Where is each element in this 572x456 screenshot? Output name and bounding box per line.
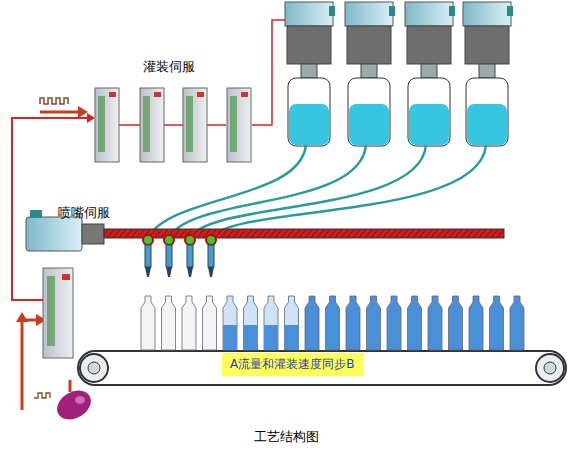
shaft [421,64,437,78]
terminal [143,96,150,152]
nozzle-joint [185,235,195,245]
led [109,92,116,97]
nozzle-joint [164,235,174,245]
motor [345,2,393,26]
nozzle-tip [187,267,193,277]
servo-group: 喷嘴伺服 [40,204,118,360]
bottle [223,296,237,350]
led [154,92,161,97]
liquid [289,104,329,145]
sync-band: A流量和灌装速度同步B [222,353,363,376]
gearbox [465,26,509,64]
tank [348,78,390,146]
led [197,92,204,97]
nozzle [187,245,193,267]
bottle [469,296,483,350]
shaft [301,64,317,78]
motor [463,2,511,26]
servo-label: 灌装伺服 [143,58,195,76]
nozzle-joint [143,235,153,245]
tank [408,78,450,146]
bottle [182,296,196,350]
servo-drive [227,88,251,162]
terminal [230,96,237,152]
nozzle [166,245,172,267]
servo-drive [183,88,207,162]
tank [288,78,330,146]
shaft [479,64,495,78]
led [241,92,248,97]
bottle [162,296,176,350]
bottle [346,296,360,350]
servo-drive [95,88,119,162]
nozzle [145,245,151,267]
bottle [244,296,258,350]
bottle [490,296,504,350]
motor [405,2,453,26]
liquid [409,104,449,145]
liquid [467,104,507,145]
bottle-fill [285,325,299,350]
tank [466,78,508,146]
bottle [305,296,319,350]
bottle [367,296,381,350]
bottle [141,296,155,350]
servo-label: 喷嘴伺服 [58,204,110,222]
motor-plug [449,6,455,16]
motor-plug [389,6,395,16]
nozzle-tip [145,267,151,277]
motor [285,2,333,26]
bottle-fill [264,325,278,350]
bottle [387,296,401,350]
gearbox [407,26,451,64]
servo-drive [140,88,164,162]
bottle [428,296,442,350]
terminal [186,96,193,152]
bottle [203,296,217,350]
bottle [264,296,278,350]
liquid [349,104,389,145]
bottle-fill [223,325,237,350]
bottle [510,296,524,350]
bottle [326,296,340,350]
caption: 工艺结构图 [254,428,319,446]
band-text: A流量和灌装速度同步B [230,356,355,373]
nozzle-tip [208,267,214,277]
nozzle-joint [206,235,216,245]
bottle [285,296,299,350]
motor-plug [507,6,513,16]
bottle [449,296,463,350]
nozzle [208,245,214,267]
bottle-fill [244,325,258,350]
terminal [98,96,105,152]
bottle [408,296,422,350]
gearbox [287,26,331,64]
nozzle-tip [166,267,172,277]
gearbox [347,26,391,64]
servo-group: 灌装伺服 [95,58,251,164]
motor-plug [329,6,335,16]
arrowhead [87,113,95,123]
shaft [361,64,377,78]
